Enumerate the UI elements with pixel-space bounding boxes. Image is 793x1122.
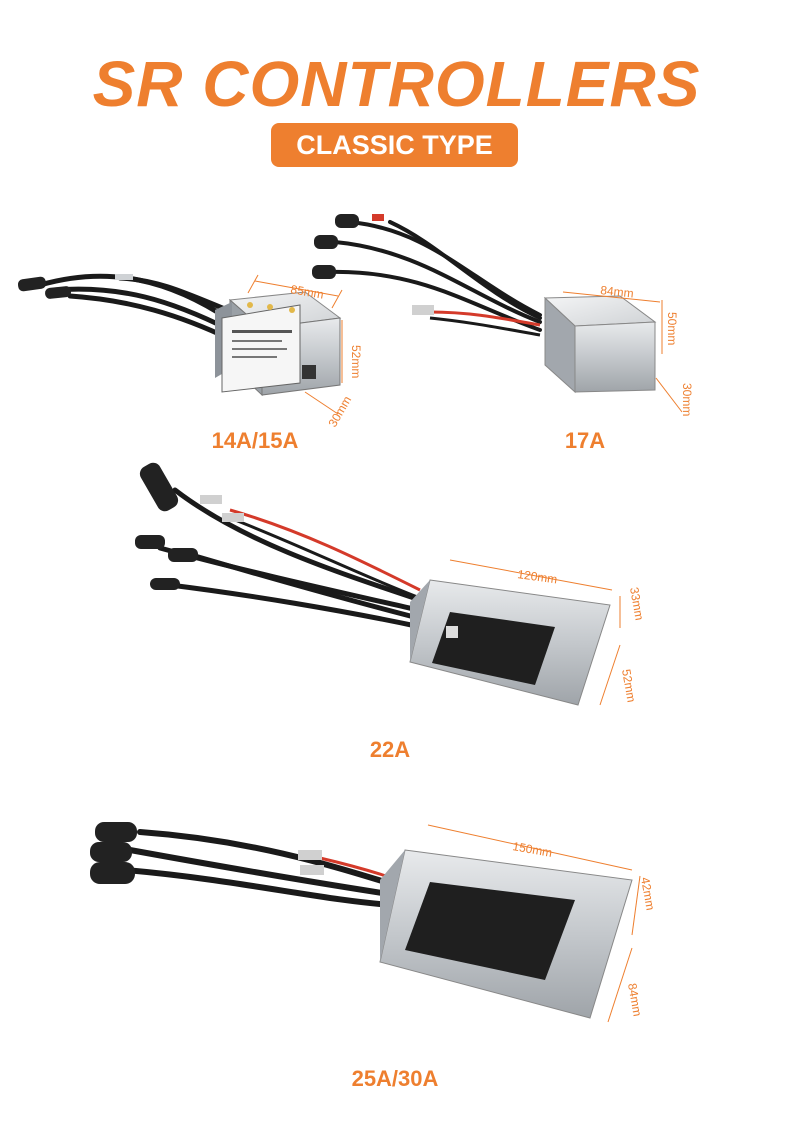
page-title: SR CONTROLLERS bbox=[92, 48, 701, 120]
dimensions-17a bbox=[562, 291, 683, 413]
controller-14a-15a-image bbox=[17, 273, 342, 397]
dimensions-14a-15a bbox=[247, 274, 343, 415]
dimension-label: 30mm bbox=[680, 383, 694, 416]
controller-17a-image bbox=[312, 214, 657, 394]
dimension-label: 150mm bbox=[511, 839, 553, 860]
controller-25a-30a-image bbox=[90, 822, 633, 1019]
dimension-label: 52mm bbox=[619, 668, 639, 703]
product-caption-17a: 17A bbox=[564, 428, 606, 453]
dimensions-25a-30a bbox=[427, 824, 641, 1023]
dimension-label: 50mm bbox=[665, 312, 679, 345]
product-caption-14a-15a: 14A/15A bbox=[211, 428, 299, 453]
dimension-label: 30mm bbox=[325, 394, 354, 430]
dimension-label: 52mm bbox=[349, 345, 363, 378]
dimension-label: 84mm bbox=[600, 283, 635, 300]
product-caption-25a-30a: 25A/30A bbox=[351, 1066, 439, 1091]
subtitle-badge: CLASSIC TYPE bbox=[271, 123, 518, 167]
dimension-label: 85mm bbox=[289, 282, 324, 302]
product-caption-22a: 22A bbox=[369, 737, 411, 762]
controller-22a-image bbox=[135, 462, 611, 706]
dimension-label: 42mm bbox=[638, 876, 658, 911]
dimension-label: 120mm bbox=[517, 567, 559, 586]
dimensions-22a bbox=[449, 559, 621, 706]
dimension-label: 84mm bbox=[625, 982, 645, 1017]
dimension-label: 33mm bbox=[627, 586, 647, 621]
